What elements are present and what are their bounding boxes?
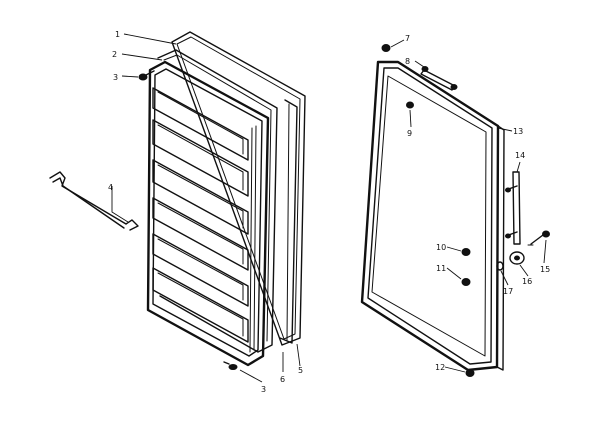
callout-8: 8: [405, 57, 410, 66]
callout-leaders: [111, 33, 547, 383]
callout-2: 2: [112, 50, 117, 59]
callout-4: 4: [108, 183, 113, 192]
callout-14: 14: [515, 151, 525, 160]
screw-top-part: [138, 70, 155, 81]
gasket-outer-part: [171, 31, 306, 346]
hinge-clip-part-15: [527, 230, 550, 246]
callout-13: 13: [513, 127, 523, 136]
screw-bottom-part: [223, 361, 238, 370]
callout-3-top: 3: [113, 73, 118, 82]
callout-10: 10: [436, 243, 446, 252]
callout-9: 9: [407, 129, 412, 138]
callout-5: 5: [298, 366, 303, 375]
plug-part-12: [465, 369, 475, 377]
plug-part-11: [461, 278, 471, 286]
door-liner-panel: [146, 60, 270, 367]
gasket-strip-part: [279, 99, 298, 344]
outer-door-panel-part: [360, 60, 505, 372]
plug-part-10: [461, 248, 471, 256]
callout-6: 6: [280, 375, 285, 384]
door-shelves: [152, 87, 249, 343]
callout-3-bottom: 3: [261, 385, 266, 394]
callout-11: 11: [436, 264, 446, 273]
callout-1: 1: [115, 30, 120, 39]
handle-part-8: [420, 66, 458, 91]
callout-17: 17: [503, 287, 513, 296]
callout-labels: 1 2 3 4 3 6 5 7 8 9 13 14 10 11 15 16 17…: [108, 30, 550, 394]
shelf-retainer-bar-part: [49, 171, 139, 231]
cam-part-16: [509, 251, 525, 265]
callout-7: 7: [405, 34, 410, 43]
callout-15: 15: [540, 265, 550, 274]
callout-16: 16: [522, 277, 532, 286]
hinge-bracket-part-14: [505, 171, 521, 245]
callout-12: 12: [435, 363, 445, 372]
plug-part-9: [406, 101, 414, 109]
washer-part-17: [496, 261, 504, 271]
plug-part-7: [381, 44, 391, 52]
door-liner-frame-part: [157, 49, 278, 353]
